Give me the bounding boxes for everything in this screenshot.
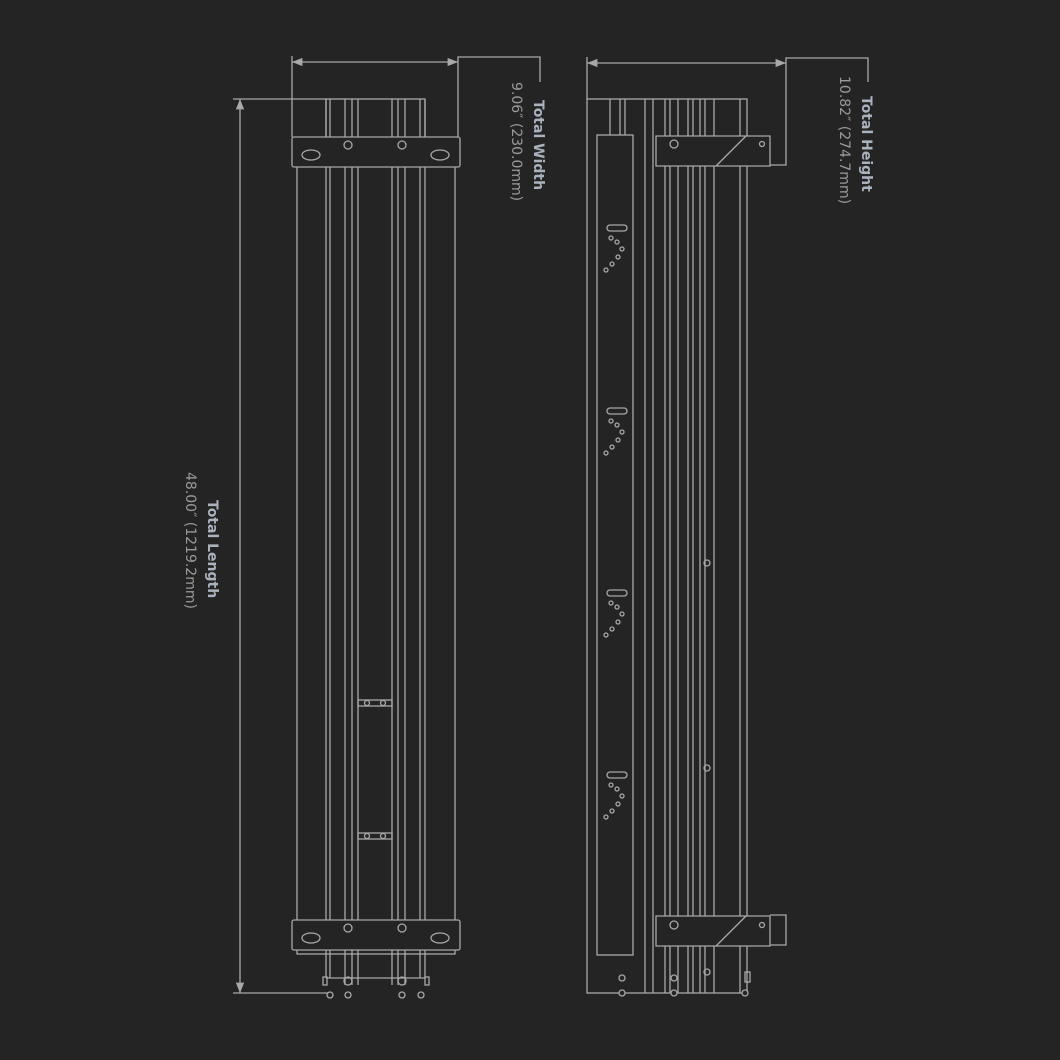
height-value: 10.82″ (274.7mm) [836, 76, 852, 204]
side-view [586, 98, 771, 997]
top-bracket [291, 136, 461, 168]
top-view [291, 98, 461, 999]
bottom-mount [655, 915, 771, 947]
length-dimension: Total Length 48.00″ (1219.2mm) [182, 98, 330, 994]
length-value: 48.00″ (1219.2mm) [182, 472, 198, 609]
width-value: 9.06″ (230.0mm) [508, 82, 524, 201]
top-mount [655, 135, 771, 167]
height-title: Total Height [858, 96, 874, 192]
length-title: Total Length [204, 500, 220, 598]
width-dimension: Total Width 9.06″ (230.0mm) [291, 56, 546, 201]
width-title: Total Width [530, 100, 546, 190]
profile-lines [644, 99, 741, 993]
hole-patterns [603, 224, 628, 820]
clips [357, 699, 393, 840]
rails [325, 99, 426, 985]
height-dimension: Total Height 10.82″ (274.7mm) [586, 57, 874, 946]
bottom-bracket [291, 919, 461, 999]
